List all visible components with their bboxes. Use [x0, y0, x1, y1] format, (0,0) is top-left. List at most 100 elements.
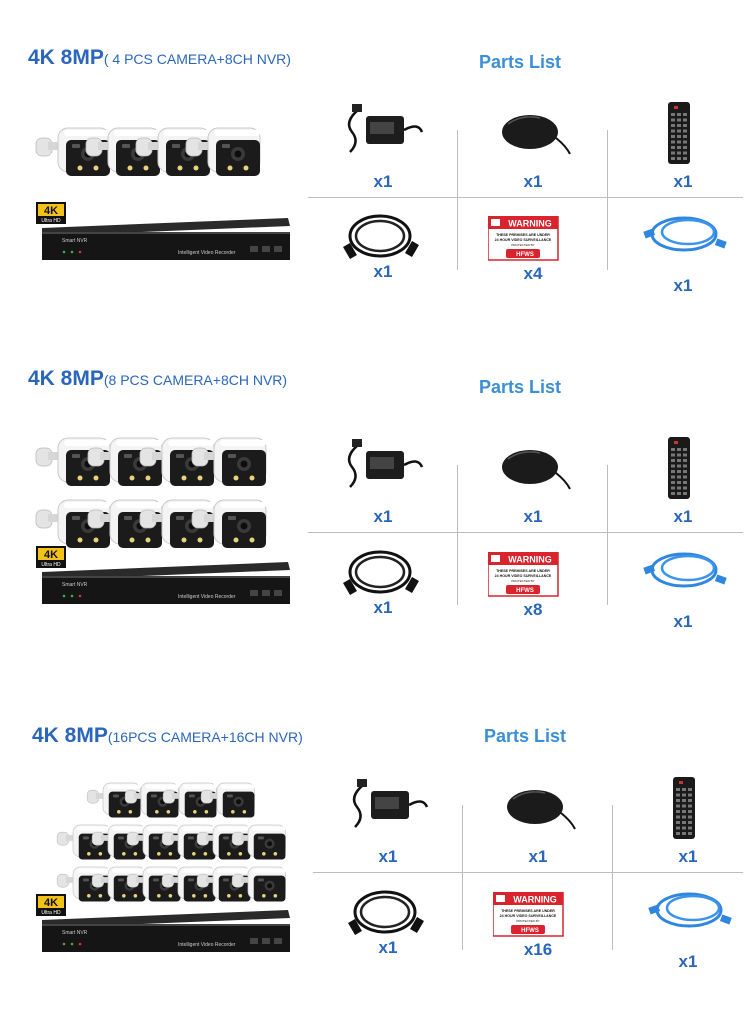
- part-quantity: x1: [373, 172, 393, 191]
- part-quantity: x1: [378, 938, 398, 957]
- part-hdmi-cable: x1: [313, 540, 453, 635]
- svg-text:24 HOUR VIDEO SURVEILLANCE: 24 HOUR VIDEO SURVEILLANCE: [495, 574, 552, 578]
- bullet-camera: [231, 824, 286, 860]
- remote-control-icon: [668, 437, 690, 499]
- hdmi-cable-icon: [348, 890, 424, 936]
- part-mouse: x1: [463, 435, 603, 530]
- mouse-icon: [502, 450, 571, 490]
- svg-text:PROTECTED BY: PROTECTED BY: [516, 919, 539, 923]
- part-quantity: x1: [673, 612, 693, 631]
- svg-text:Intelligent Video Recorder: Intelligent Video Recorder: [178, 250, 236, 256]
- part-quantity: x1: [523, 507, 543, 526]
- camera-group: [56, 782, 286, 902]
- part-quantity: x1: [678, 847, 698, 866]
- svg-text:WARNING: WARNING: [513, 895, 557, 905]
- bullet-camera: [191, 499, 267, 548]
- part-mouse: x1: [468, 775, 608, 870]
- part-quantity: x8: [523, 600, 543, 619]
- svg-text:Smart NVR: Smart NVR: [62, 582, 88, 588]
- part-power-adapter: x1: [313, 435, 453, 530]
- power-adapter-icon: [352, 779, 429, 828]
- svg-text:HFWS: HFWS: [516, 252, 534, 258]
- kit-title: 4K 8MP(8 PCS CAMERA+8CH NVR): [28, 367, 287, 391]
- part-hdmi-cable: x1: [313, 204, 453, 299]
- camera-group: [35, 127, 261, 176]
- part-power-adapter: x1: [313, 100, 453, 195]
- camera-group: [35, 437, 267, 548]
- kit-title-main: 4K 8MP: [28, 367, 104, 390]
- svg-text:24 HOUR VIDEO SURVEILLANCE: 24 HOUR VIDEO SURVEILLANCE: [495, 238, 552, 242]
- part-quantity: x1: [373, 598, 393, 617]
- svg-text:Smart NVR: Smart NVR: [62, 930, 88, 936]
- part-network-cable: x1: [618, 880, 750, 975]
- kit-title: 4K 8MP(16PCS CAMERA+16CH NVR): [32, 724, 303, 748]
- kit-section-16cam: 4K 8MP(16PCS CAMERA+16CH NVR) Parts List…: [0, 670, 750, 1033]
- svg-text:WARNING: WARNING: [508, 219, 552, 229]
- svg-text:Ultra HD: Ultra HD: [41, 910, 61, 916]
- svg-text:Smart NVR: Smart NVR: [62, 238, 88, 244]
- part-remote-control: x1: [618, 775, 750, 870]
- part-network-cable: x1: [613, 204, 750, 299]
- part-quantity: x1: [378, 847, 398, 866]
- part-quantity: x1: [528, 847, 548, 866]
- part-quantity: x16: [523, 940, 553, 959]
- mouse-icon: [507, 790, 576, 830]
- svg-text:4K: 4K: [44, 549, 58, 561]
- kit-section-8cam: 4K 8MP(8 PCS CAMERA+8CH NVR) Parts List …: [0, 330, 750, 670]
- power-adapter-icon: [347, 104, 424, 153]
- svg-text:THESE PREMISES ARE UNDER: THESE PREMISES ARE UNDER: [496, 569, 550, 573]
- part-quantity: x1: [673, 507, 693, 526]
- part-quantity: x1: [673, 172, 693, 191]
- bullet-camera: [191, 437, 267, 486]
- kit-title-sub: (16PCS CAMERA+16CH NVR): [107, 729, 303, 745]
- part-quantity: x1: [373, 507, 393, 526]
- part-hdmi-cable: x1: [318, 880, 458, 975]
- part-quantity: x1: [523, 172, 543, 191]
- svg-text:WARNING: WARNING: [508, 555, 552, 565]
- kit-title: 4K 8MP( 4 PCS CAMERA+8CH NVR): [28, 46, 291, 70]
- svg-text:Ultra HD: Ultra HD: [41, 562, 61, 568]
- svg-text:PROTECTED BY: PROTECTED BY: [511, 579, 534, 583]
- svg-text:24 HOUR VIDEO SURVEILLANCE: 24 HOUR VIDEO SURVEILLANCE: [500, 914, 557, 918]
- part-power-adapter: x1: [318, 775, 458, 870]
- kit-title-sub: ( 4 PCS CAMERA+8CH NVR): [103, 51, 291, 67]
- part-remote-control: x1: [613, 100, 750, 195]
- kit-section-4cam: 4K 8MP( 4 PCS CAMERA+8CH NVR) Parts List…: [0, 0, 750, 330]
- bullet-camera: [185, 127, 261, 176]
- part-network-cable: x1: [613, 540, 750, 635]
- svg-text:PROTECTED BY: PROTECTED BY: [511, 243, 534, 247]
- bullet-camera: [231, 866, 286, 902]
- part-quantity: x1: [373, 262, 393, 281]
- kit-title-main: 4K 8MP: [32, 724, 108, 747]
- mouse-icon: [502, 115, 571, 155]
- hdmi-cable-icon: [343, 214, 419, 260]
- part-mouse: x1: [463, 100, 603, 195]
- power-adapter-icon: [347, 439, 424, 488]
- network-cable-icon: [643, 552, 727, 588]
- svg-text:4K: 4K: [44, 205, 58, 217]
- kit-title-sub: (8 PCS CAMERA+8CH NVR): [103, 372, 288, 388]
- svg-text:4K: 4K: [44, 897, 58, 909]
- remote-control-icon: [668, 102, 690, 164]
- svg-text:HFWS: HFWS: [516, 588, 534, 594]
- parts-list-title: Parts List: [479, 377, 562, 397]
- bullet-camera: [200, 782, 255, 818]
- network-cable-icon: [648, 892, 732, 928]
- parts-list-title: Parts List: [479, 52, 562, 72]
